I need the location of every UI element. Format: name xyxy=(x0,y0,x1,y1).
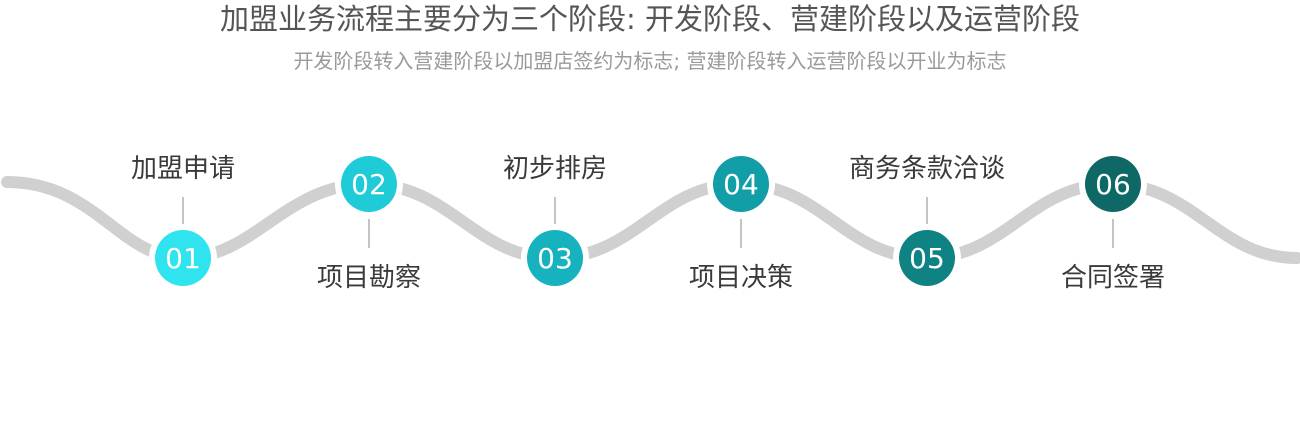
step-label: 商务条款洽谈 xyxy=(849,154,1005,184)
step-label: 加盟申请 xyxy=(131,154,235,184)
step-circle xyxy=(713,156,769,212)
step-circle xyxy=(341,156,397,212)
step-number: 05 xyxy=(909,242,945,275)
page-subtitle: 开发阶段转入营建阶段以加盟店签约为标志; 营建阶段转入运营阶段以开业为标志 xyxy=(293,49,1007,73)
step-number: 03 xyxy=(537,242,573,275)
step-label: 项目决策 xyxy=(689,263,793,293)
step-number: 01 xyxy=(165,242,201,275)
step-number: 04 xyxy=(723,168,759,201)
step-number: 06 xyxy=(1095,168,1131,201)
page-title: 加盟业务流程主要分为三个阶段: 开发阶段、营建阶段以及运营阶段 xyxy=(220,2,1080,36)
step-circle xyxy=(527,230,583,286)
step-label: 合同签署 xyxy=(1061,263,1165,293)
step-circle xyxy=(1085,156,1141,212)
step-circle xyxy=(899,230,955,286)
step-number: 02 xyxy=(351,168,387,201)
step-label: 初步排房 xyxy=(503,154,607,184)
step-circle xyxy=(155,230,211,286)
step-label: 项目勘察 xyxy=(317,263,421,293)
